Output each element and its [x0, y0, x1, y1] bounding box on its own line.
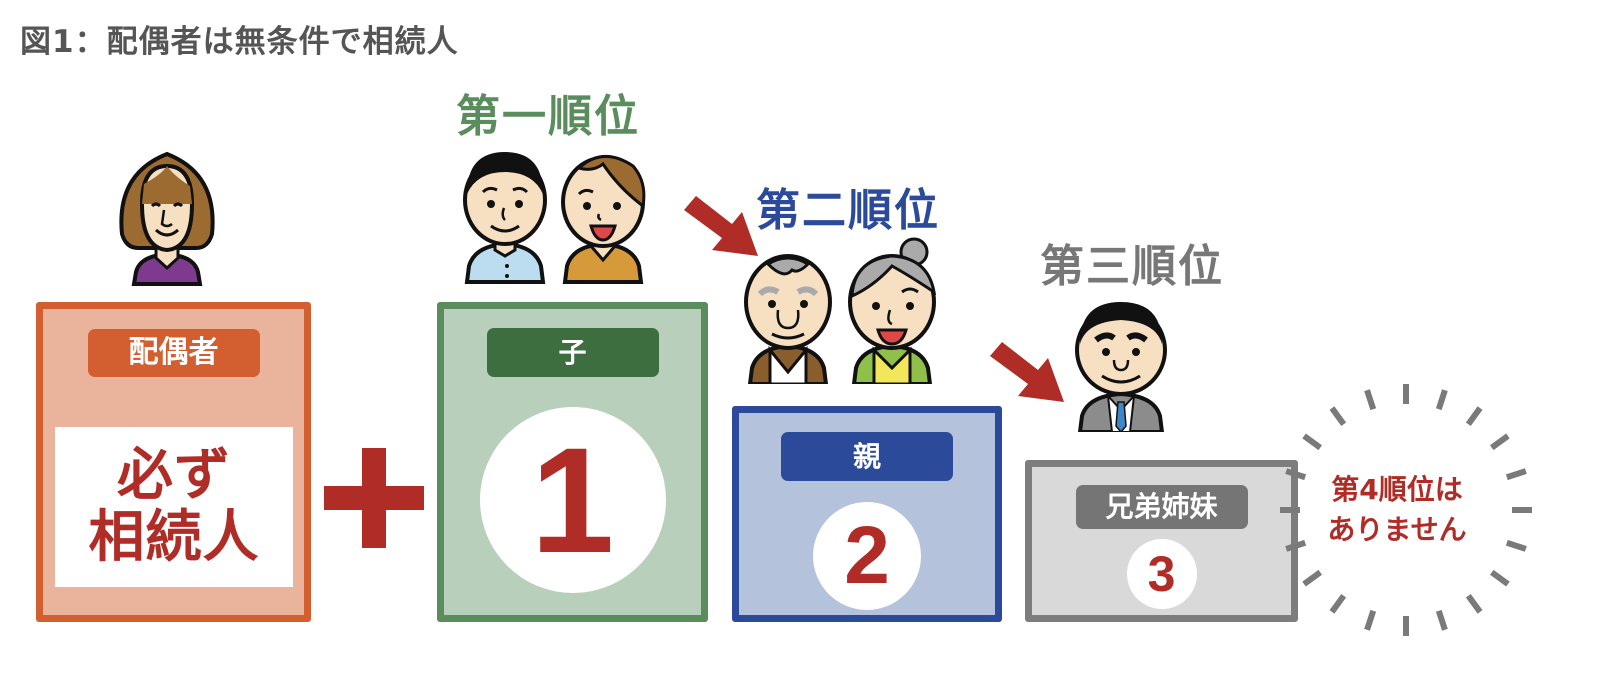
rank-1-box: 子 1 [437, 302, 708, 622]
young-man-icon [463, 152, 547, 284]
no-fourth-rank-line-1: 第4順位は [1331, 473, 1463, 506]
always-heir-panel: 必ず 相続人 [55, 427, 293, 587]
rank-3-number: 3 [1126, 539, 1197, 609]
no-fourth-rank-line-2: ありません [1327, 513, 1467, 546]
rank-1-number: 1 [479, 407, 666, 593]
businessman-icon [1075, 302, 1167, 432]
spouse-box: 配偶者 必ず 相続人 [36, 302, 311, 622]
no-fourth-rank-note: 第4順位は ありません [1316, 470, 1478, 550]
plus-icon [324, 448, 424, 548]
rank-2-box: 親 2 [732, 406, 1002, 622]
elderly-woman-bun-icon [848, 237, 937, 384]
page-title: 図1：配偶者は無条件で相続人 [20, 24, 459, 60]
elderly-woman-icon [119, 151, 215, 286]
rank-3-box: 兄弟姉妹 3 [1025, 460, 1298, 622]
rank-2-heading: 第二順位 [756, 185, 940, 236]
always-heir-line-1: 必ず [117, 443, 231, 508]
rank-1-label: 子 [486, 328, 659, 377]
arrow-down-right-icon [684, 196, 758, 256]
rank-1-heading: 第一順位 [456, 91, 640, 142]
rank-3-heading: 第三順位 [1040, 241, 1224, 292]
rank-3-label: 兄弟姉妹 [1075, 485, 1248, 529]
rank-2-label: 親 [781, 432, 953, 481]
spouse-label: 配偶者 [87, 329, 260, 377]
elderly-man-icon [744, 254, 832, 384]
arrow-down-right-icon [990, 342, 1064, 402]
young-woman-icon [561, 155, 646, 284]
rank-2-number: 2 [813, 502, 921, 610]
burst-rays-icon [1280, 384, 1532, 636]
always-heir-line-2: 相続人 [88, 505, 260, 570]
